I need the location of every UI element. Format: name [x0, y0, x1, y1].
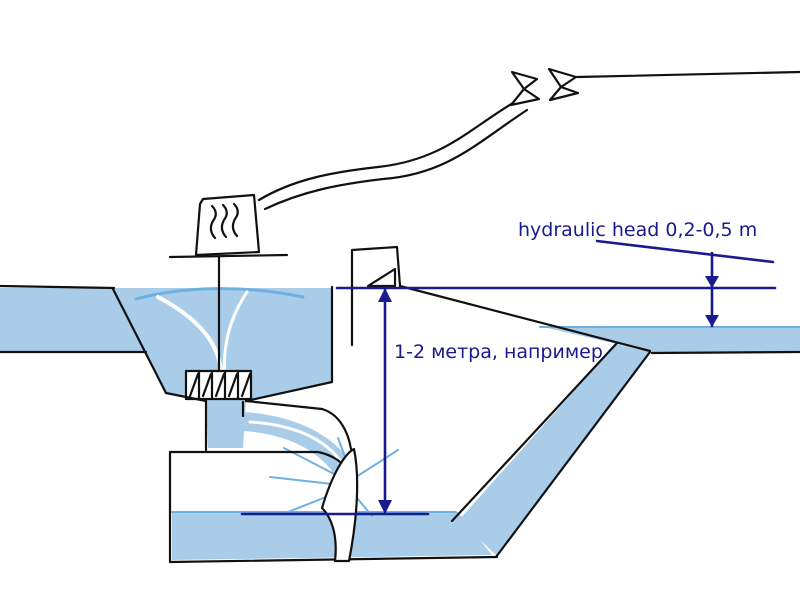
depth-dimension-arrow [240, 288, 430, 516]
tailrace-channel-water [459, 344, 650, 556]
depth-arrowhead-up [378, 288, 392, 302]
valve-icon-right [547, 67, 580, 102]
pond-bottom-line [650, 350, 800, 355]
outlet-jet-water [243, 412, 353, 477]
generator-body [194, 193, 261, 257]
splash-streak-2 [269, 476, 333, 485]
runner-dividers [197, 369, 240, 401]
head-dimension-arrow [595, 239, 775, 328]
generator-winding-mark-2 [220, 203, 228, 239]
intake-funnel-outline [0, 284, 334, 452]
chute-curve [320, 407, 353, 451]
valve-top-wedge [510, 70, 539, 91]
turbine-runner [184, 369, 253, 401]
deflector-vane [320, 447, 359, 563]
funnel-surface-swirl [134, 287, 305, 301]
runner-blade-hatch [188, 372, 252, 398]
head-leader-line [595, 239, 775, 264]
upper-water-and-intake-funnel [0, 288, 332, 448]
funnel-left-wall [111, 287, 168, 395]
label-depth: 1-2 метра, например [394, 341, 603, 363]
valve-bottom-wedge [509, 87, 541, 107]
power-line-upper [257, 101, 515, 202]
tailwater-pond [543, 327, 800, 352]
head-arrowhead-lower [705, 315, 719, 327]
basin-outline [168, 450, 499, 564]
valve-top-wedge [547, 67, 578, 89]
jet-core-streak [248, 420, 346, 469]
depth-arrowhead-down [378, 500, 392, 514]
funnel-right-slope [244, 380, 334, 403]
generator-winding-mark-3 [231, 202, 239, 238]
runner-box [184, 369, 253, 401]
label-head: hydraulic head 0,2-0,5 m [518, 219, 757, 241]
dimension-annotations: 1-2 метра, например hydraulic head 0,2-0… [240, 219, 777, 516]
splash-streak-5 [355, 449, 399, 478]
generator [168, 193, 289, 259]
lower-basin-water [172, 512, 492, 560]
channel-top-bank [398, 284, 652, 353]
funnel-bottom-step [164, 391, 208, 403]
ground-line [575, 70, 800, 79]
generator-base-line [168, 253, 289, 259]
chute-top-line [244, 399, 324, 411]
head-arrowhead-upper [705, 276, 719, 288]
gate-box [350, 245, 402, 347]
upper-water-top-edge [0, 284, 116, 290]
structure-outlines [0, 67, 800, 564]
channel-outer-bank [494, 350, 652, 559]
generator-winding-mark-1 [209, 204, 217, 240]
valve-bottom-wedge [548, 85, 580, 102]
inlet-gate [350, 245, 402, 347]
water-bodies [0, 288, 800, 560]
gate-wedge [366, 267, 397, 288]
channel-inner-bank [450, 341, 619, 523]
power-line-lower [263, 108, 529, 211]
valve-icon-left [509, 70, 541, 107]
